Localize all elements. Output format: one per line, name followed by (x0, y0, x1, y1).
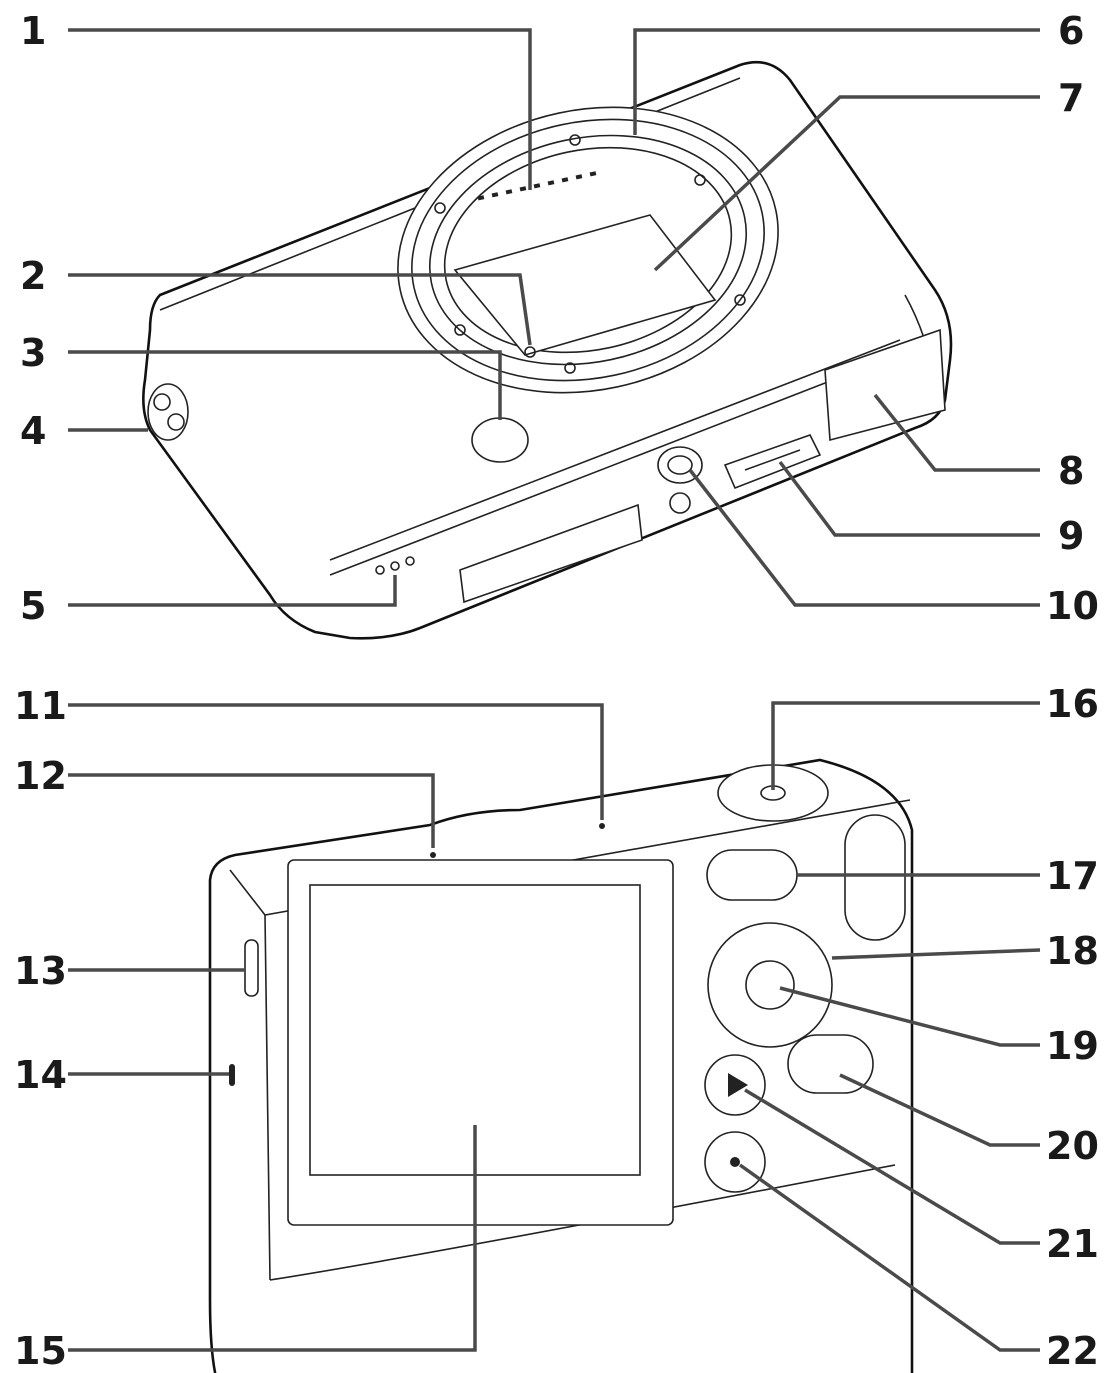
leader-5 (68, 575, 397, 607)
leader-9 (778, 460, 1040, 537)
callout-4: 4 (20, 409, 46, 453)
leader-20 (839, 1073, 1040, 1147)
leader-22 (738, 1163, 1040, 1352)
lens-contacts (477, 171, 597, 201)
battery-door (824, 328, 946, 442)
leader-16 (771, 701, 1040, 790)
battery-lock-lever (723, 434, 822, 490)
ok-button (745, 960, 795, 1010)
leader-1 (68, 28, 532, 190)
callout-21: 21 (1046, 1222, 1099, 1266)
callout-18: 18 (1046, 929, 1099, 973)
leader-10 (688, 468, 1040, 607)
callout-numbers: 1 2 3 4 5 6 7 8 9 10 11 12 13 14 15 16 1… (14, 9, 1099, 1373)
callout-6: 6 (1058, 9, 1084, 53)
callout-20: 20 (1046, 1124, 1099, 1168)
function-button (706, 849, 798, 901)
camera-front-view (142, 60, 953, 640)
leader-18 (831, 948, 1041, 960)
speaker-holes (375, 556, 415, 575)
microphone-left (430, 852, 436, 858)
callout-13: 13 (14, 949, 67, 993)
callout-9: 9 (1058, 514, 1084, 558)
menu-button (787, 1034, 874, 1094)
image-sensor (453, 214, 717, 356)
callout-1: 1 (20, 9, 46, 53)
leader-6 (633, 28, 1040, 135)
leader-21 (744, 1088, 1040, 1245)
lens-mount (397, 106, 779, 394)
thumb-grip (844, 814, 906, 941)
callout-3: 3 (20, 331, 46, 375)
status-lamp (229, 1064, 235, 1086)
bottom-plate-label (459, 503, 643, 604)
lcd-screen-outer (287, 859, 674, 1226)
leader-2 (68, 273, 532, 346)
strap-lug-left (147, 383, 189, 441)
leader-7 (653, 95, 1040, 272)
leader-3 (68, 350, 502, 420)
callout-12: 12 (14, 754, 67, 798)
callout-10: 10 (1046, 584, 1099, 628)
leader-11 (68, 703, 604, 820)
callout-8: 8 (1058, 449, 1084, 493)
callout-19: 19 (1046, 1024, 1099, 1068)
callout-15: 15 (14, 1329, 67, 1373)
leader-lines (68, 28, 1041, 1352)
strap-lug-back (244, 939, 259, 997)
microphone-right (599, 823, 605, 829)
leader-15 (68, 1125, 477, 1352)
lens-release-button (471, 417, 529, 463)
callout-22: 22 (1046, 1329, 1099, 1373)
camera-back-view (208, 758, 914, 1373)
leader-12 (68, 773, 435, 848)
callout-14: 14 (14, 1053, 67, 1097)
callout-7: 7 (1058, 76, 1084, 120)
leader-8 (873, 393, 1040, 472)
callout-16: 16 (1046, 682, 1099, 726)
callout-11: 11 (14, 684, 67, 728)
callout-2: 2 (20, 254, 46, 298)
callout-17: 17 (1046, 854, 1099, 898)
leader-19 (779, 986, 1040, 1047)
callout-5: 5 (20, 584, 46, 628)
